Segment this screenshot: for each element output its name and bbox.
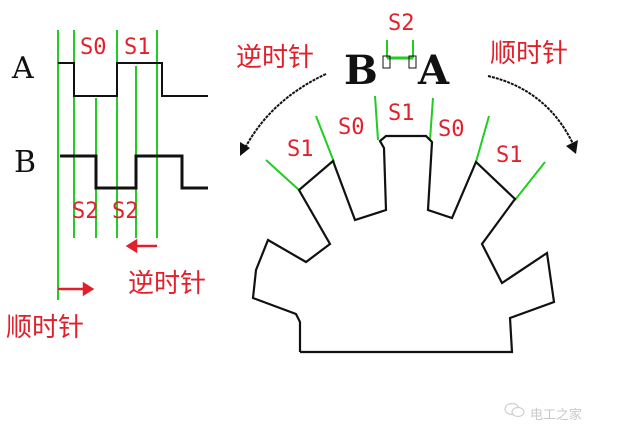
sector-label-s1-left: S1 — [287, 137, 314, 162]
timing-label-s0: S0 — [80, 35, 107, 60]
timing-guides — [57, 30, 158, 300]
sector-label-s1-right: S1 — [496, 143, 523, 168]
gear-outline — [251, 134, 556, 354]
timing-label-s2-left: S2 — [72, 199, 99, 224]
timing-ccw-label: 逆时针 — [128, 269, 206, 299]
sensor-gap-label-s2: S2 — [388, 11, 415, 36]
watermark-text: 电工之家 — [530, 408, 583, 423]
signal-a-label: A — [11, 51, 34, 86]
signal-b-label: B — [14, 145, 36, 180]
gear-ccw-label: 逆时针 — [236, 43, 314, 73]
ccw-curved-arrow-icon — [243, 73, 327, 151]
signal-b-waveform — [60, 154, 208, 190]
timing-label-s1: S1 — [124, 35, 151, 60]
sector-guides — [265, 95, 546, 201]
sector-label-s0-right: S0 — [438, 117, 465, 142]
timing-cw-label: 顺时针 — [6, 313, 84, 343]
sector-label-s0-left: S0 — [338, 115, 365, 140]
wechat-bubble-icon — [504, 402, 526, 418]
ccw-arrow-icon — [125, 238, 157, 254]
cw-curved-arrow-icon — [487, 75, 575, 147]
sector-label-s1-center: S1 — [388, 101, 415, 126]
timing-dashed-ticks — [73, 222, 137, 238]
sensor-b-label: B — [344, 47, 378, 94]
signal-a-waveform — [58, 62, 208, 97]
timing-label-s2-right: S2 — [112, 199, 139, 224]
gear-cw-label: 顺时针 — [490, 39, 568, 69]
cw-arrow-icon — [58, 281, 95, 297]
sensor-gap-indicator — [382, 40, 417, 69]
sensor-a-label: A — [417, 47, 450, 94]
